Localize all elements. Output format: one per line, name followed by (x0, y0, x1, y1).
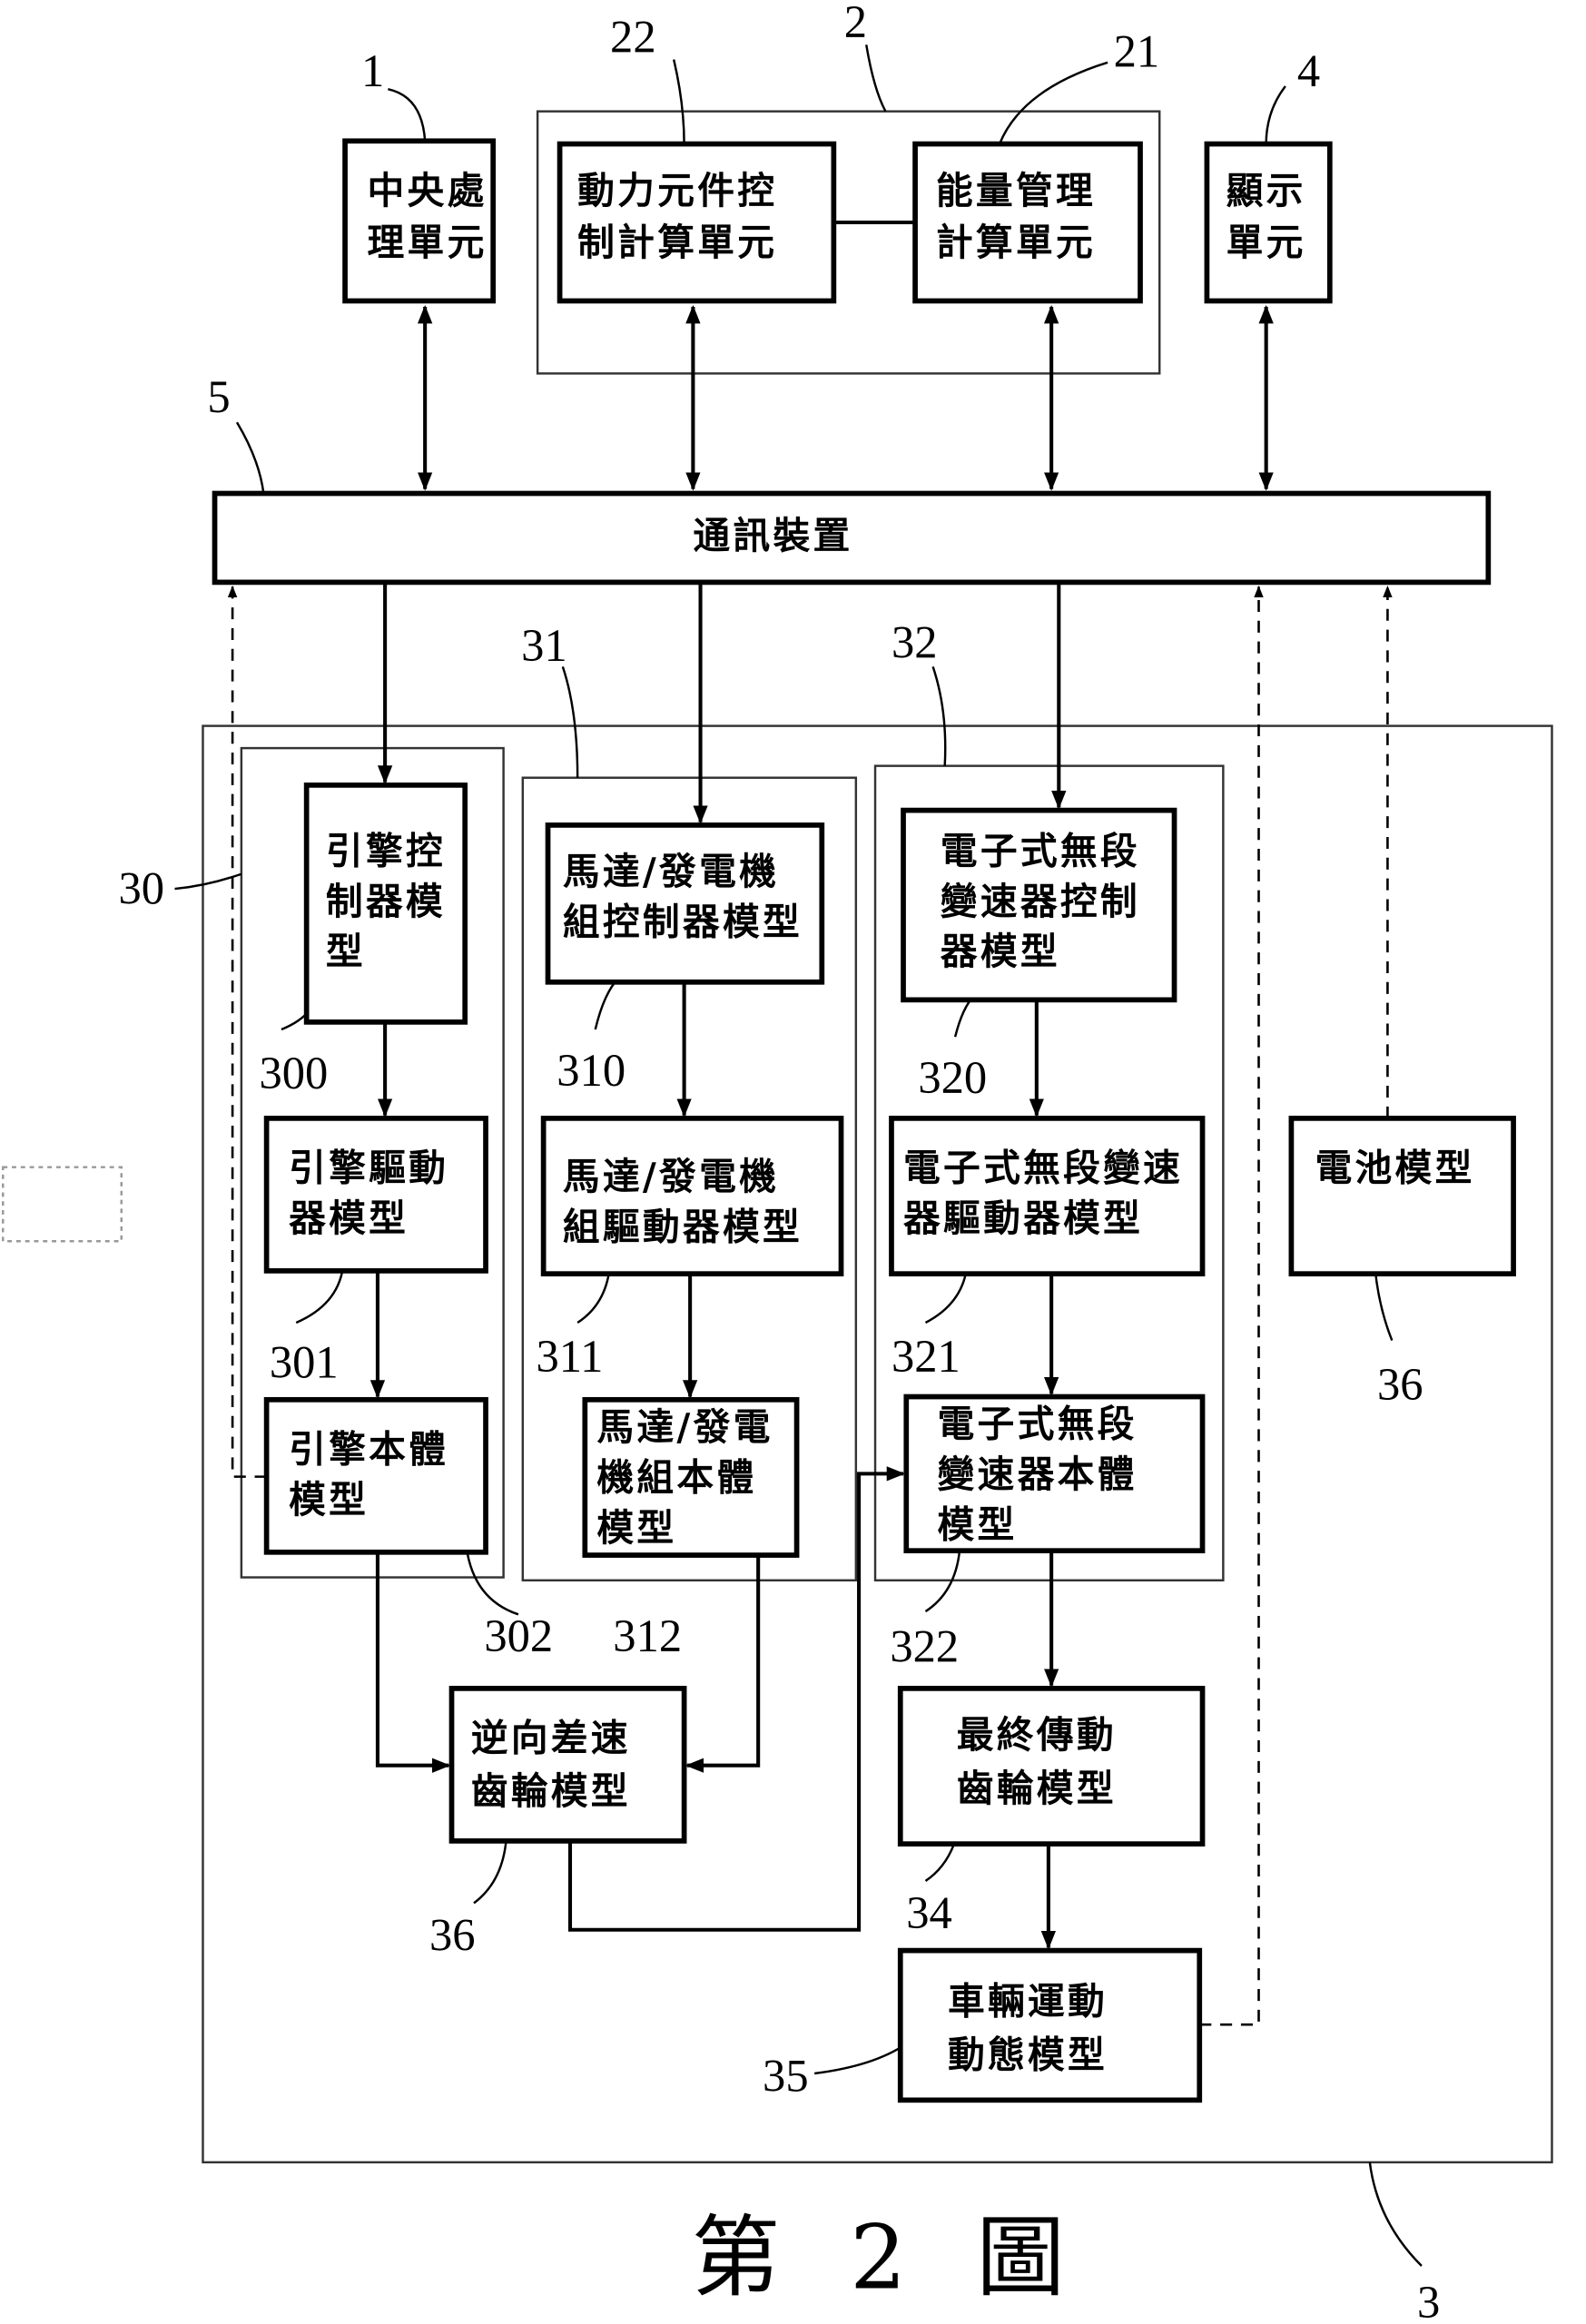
svg-text:電子式無段變速: 電子式無段變速 (903, 1146, 1183, 1189)
svg-text:3: 3 (1417, 2277, 1440, 2324)
svg-text:310: 310 (557, 1045, 626, 1096)
svg-text:電子式無段: 電子式無段 (941, 829, 1140, 872)
svg-text:最終傳動: 最終傳動 (957, 1713, 1117, 1757)
svg-text:電子式無段: 電子式無段 (938, 1403, 1138, 1446)
box-battery: 電池模型 (1288, 1116, 1516, 1277)
svg-text:1: 1 (361, 45, 384, 96)
svg-text:制器模: 制器模 (326, 880, 446, 923)
svg-text:機組本體: 機組本體 (596, 1455, 756, 1499)
svg-text:顯示: 顯示 (1226, 169, 1306, 212)
reference-numerals: 1 22 2 21 4 5 31 32 30 300 310 320 301 3… (118, 0, 1440, 2324)
svg-text:器模型: 器模型 (289, 1196, 409, 1240)
svg-text:引擎驅動: 引擎驅動 (289, 1146, 448, 1189)
svg-text:組控制器模型: 組控制器模型 (563, 901, 803, 944)
svg-text:34: 34 (906, 1887, 952, 1938)
svg-text:電池模型: 電池模型 (1315, 1146, 1474, 1189)
leader-lines (174, 44, 1423, 2267)
svg-text:321: 321 (892, 1331, 960, 1382)
box-bus: 通訊裝置 (212, 490, 1492, 586)
svg-text:302: 302 (484, 1610, 553, 1661)
svg-text:21: 21 (1114, 26, 1160, 77)
svg-text:動力元件控: 動力元件控 (577, 169, 777, 212)
svg-text:模型: 模型 (289, 1478, 369, 1521)
svg-text:2: 2 (844, 0, 867, 47)
svg-text:30: 30 (118, 862, 164, 913)
svg-text:動態模型: 動態模型 (948, 2033, 1108, 2076)
svg-text:5: 5 (207, 371, 230, 422)
svg-text:單元: 單元 (1226, 221, 1306, 264)
svg-text:311: 311 (536, 1331, 603, 1382)
svg-text:35: 35 (763, 2051, 809, 2102)
svg-text:齒輪模型: 齒輪模型 (957, 1767, 1117, 1810)
svg-text:馬達/發電機: 馬達/發電機 (563, 1155, 779, 1198)
svg-text:300: 300 (259, 1048, 328, 1098)
svg-text:引擎本體: 引擎本體 (289, 1427, 448, 1471)
connections (227, 220, 1393, 2026)
svg-text:36: 36 (429, 1910, 476, 1961)
svg-text:車輛運動: 車輛運動 (948, 1980, 1108, 2024)
svg-text:31: 31 (521, 620, 567, 671)
svg-text:逆向差速: 逆向差速 (471, 1716, 631, 1759)
svg-text:301: 301 (270, 1336, 339, 1387)
svg-text:引擎控: 引擎控 (326, 829, 446, 872)
svg-text:320: 320 (918, 1052, 987, 1103)
group-31 (521, 776, 858, 1582)
svg-text:型: 型 (326, 930, 366, 973)
svg-text:器模型: 器模型 (941, 930, 1060, 973)
group-30 (240, 746, 505, 1579)
svg-text:32: 32 (892, 617, 938, 668)
svg-text:322: 322 (890, 1621, 959, 1672)
svg-text:組驅動器模型: 組驅動器模型 (563, 1206, 803, 1249)
figure-caption: 第 2 圖 (692, 2207, 1086, 2310)
svg-text:312: 312 (613, 1610, 682, 1661)
svg-text:理單元: 理單元 (368, 221, 488, 264)
group-32 (873, 764, 1225, 1582)
svg-text:22: 22 (610, 11, 656, 62)
scan-stamp (2, 1166, 123, 1243)
svg-text:36: 36 (1377, 1359, 1423, 1410)
svg-text:模型: 模型 (596, 1506, 676, 1550)
svg-text:4: 4 (1297, 45, 1320, 96)
svg-text:模型: 模型 (938, 1503, 1018, 1547)
svg-text:計算單元: 計算單元 (936, 221, 1096, 264)
svg-text:變速器控制: 變速器控制 (941, 880, 1140, 923)
group-3 (202, 724, 1553, 2164)
svg-text:馬達/發電機: 馬達/發電機 (563, 850, 779, 893)
svg-text:齒輪模型: 齒輪模型 (471, 1769, 631, 1813)
svg-text:器驅動器模型: 器驅動器模型 (903, 1196, 1143, 1240)
svg-text:中央處: 中央處 (368, 169, 488, 212)
svg-text:能量管理: 能量管理 (936, 169, 1096, 212)
svg-text:制計算單元: 制計算單元 (577, 221, 777, 264)
group-2 (536, 110, 1161, 375)
svg-text:馬達/發電: 馬達/發電 (596, 1405, 773, 1449)
svg-text:變速器本體: 變速器本體 (938, 1452, 1138, 1496)
svg-text:通訊裝置: 通訊裝置 (693, 514, 852, 557)
